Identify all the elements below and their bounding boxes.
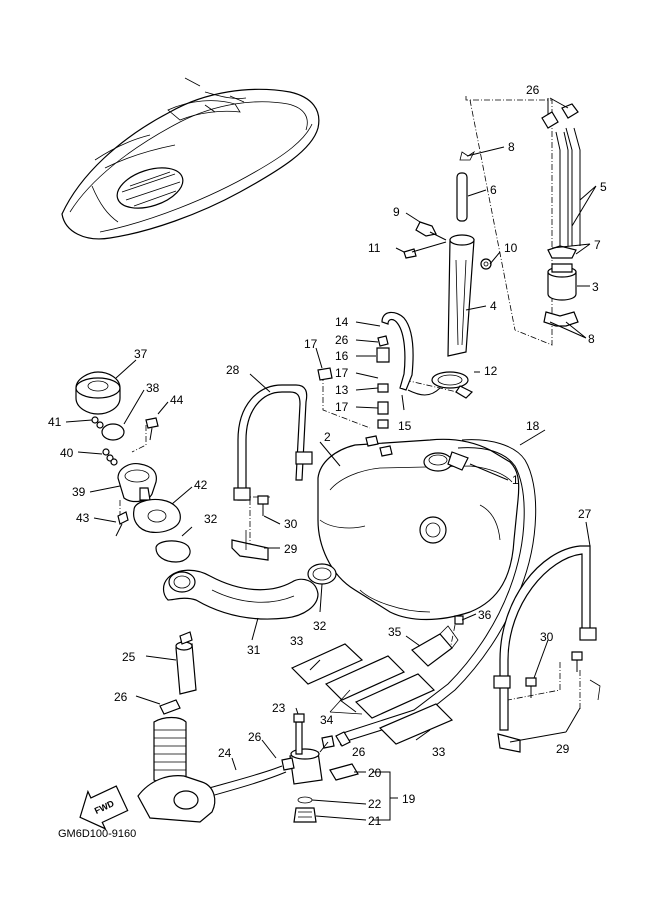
- part-label-30-left: 30: [284, 517, 298, 531]
- part-label-35: 35: [388, 625, 402, 639]
- part-label-32-left: 32: [204, 512, 218, 526]
- diagram-code: GM6D100-9160: [58, 828, 136, 840]
- part-label-11: 11: [368, 241, 381, 255]
- part-label-17-low: 17: [335, 400, 349, 414]
- part-label-43: 43: [76, 511, 90, 525]
- fuel-filter-assembly: [541, 103, 581, 327]
- small-fasteners: [403, 221, 492, 270]
- part-label-9: 9: [393, 205, 400, 219]
- part-label-26-left: 26: [114, 690, 128, 704]
- part-label-3: 3: [592, 280, 599, 294]
- tank-strap-right: [493, 545, 601, 753]
- filler-cap-assembly: [75, 371, 191, 563]
- part-label-44: 44: [170, 393, 184, 407]
- vent-hose-assembly: [317, 311, 474, 457]
- part-label-18: 18: [526, 419, 540, 433]
- part-label-40: 40: [60, 446, 74, 460]
- part-label-41: 41: [48, 415, 62, 429]
- part-label-8: 8: [508, 140, 515, 154]
- watercraft-overview: [61, 77, 320, 240]
- part-label-7: 7: [594, 238, 601, 252]
- part-label-15: 15: [398, 419, 412, 433]
- part-label-34: 34: [320, 713, 334, 727]
- part-label-5: 5: [600, 180, 607, 194]
- forward-direction-arrow: FWD: [79, 785, 129, 830]
- part-labels: 8 6 9 10 11 4 26 5 7 3 8 14 26 16 17 13 …: [48, 83, 607, 828]
- part-label-25: 25: [122, 650, 136, 664]
- part-label-28: 28: [226, 363, 240, 377]
- part-label-13: 13: [335, 383, 349, 397]
- foam-pads: [290, 643, 454, 745]
- part-label-19: 19: [402, 792, 416, 806]
- part-label-1: 1: [512, 473, 519, 487]
- part-label-17-mid: 17: [335, 366, 349, 380]
- part-label-12: 12: [484, 364, 498, 378]
- part-label-26-right: 26: [352, 745, 366, 759]
- part-label-8-lower: 8: [588, 332, 595, 346]
- part-label-27: 27: [578, 507, 592, 521]
- part-label-22: 22: [368, 797, 382, 811]
- part-label-20: 20: [368, 766, 382, 780]
- part-label-33-bottom: 33: [432, 745, 446, 759]
- part-label-14: 14: [335, 315, 349, 329]
- part-label-29-left: 29: [284, 542, 298, 556]
- part-label-42: 42: [194, 478, 208, 492]
- part-label-29-right: 29: [556, 742, 570, 756]
- part-label-10: 10: [504, 241, 518, 255]
- filler-pipe: [447, 150, 476, 357]
- part-label-21: 21: [368, 814, 382, 828]
- part-label-4: 4: [490, 299, 497, 313]
- fuel-cock-assembly: [281, 713, 359, 823]
- part-label-16: 16: [335, 349, 349, 363]
- tank-strap-left: [231, 384, 313, 561]
- part-label-17-top: 17: [304, 337, 318, 351]
- part-label-36: 36: [478, 608, 492, 622]
- filler-hose: [162, 563, 337, 620]
- part-label-26-hose: 26: [335, 333, 349, 347]
- part-label-30-right: 30: [540, 630, 554, 644]
- part-label-26-top: 26: [526, 83, 540, 97]
- fuel-tank: [317, 438, 520, 621]
- part-label-37: 37: [134, 347, 148, 361]
- part-label-2: 2: [324, 430, 331, 444]
- drain-hose-assembly: [137, 631, 287, 823]
- fuel-hose-18: [335, 439, 537, 747]
- part-label-32-right: 32: [313, 619, 327, 633]
- bolts-and-bracket: [257, 495, 583, 698]
- part-label-23: 23: [272, 701, 286, 715]
- leader-lines: [65, 97, 597, 821]
- part-label-26-cock: 26: [248, 730, 262, 744]
- part-label-39: 39: [72, 485, 86, 499]
- part-label-6: 6: [490, 183, 497, 197]
- part-label-31: 31: [247, 643, 261, 657]
- part-label-38: 38: [146, 381, 160, 395]
- part-label-24: 24: [218, 746, 232, 760]
- part-label-33-top: 33: [290, 634, 304, 648]
